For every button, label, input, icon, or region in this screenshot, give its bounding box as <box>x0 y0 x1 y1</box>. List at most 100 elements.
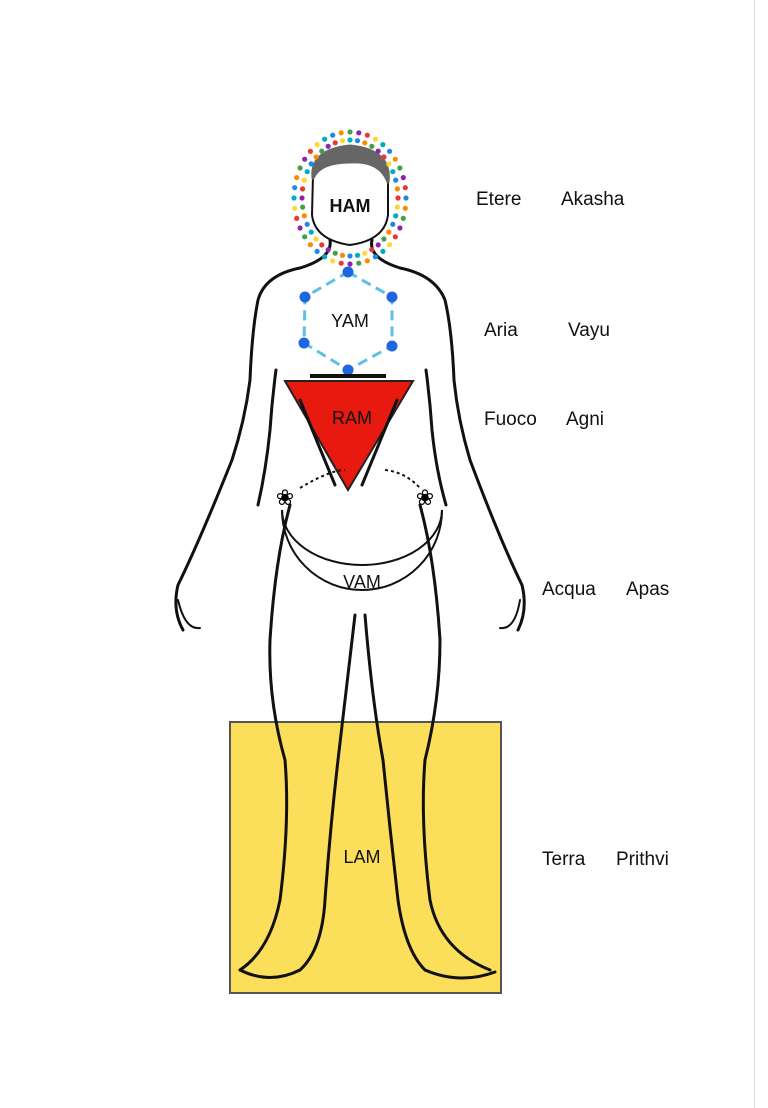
ether-dot <box>294 175 300 181</box>
ether-dot <box>392 156 398 162</box>
ether-dot <box>356 130 362 136</box>
hexagon-vertex-dot <box>298 337 310 349</box>
ether-dot <box>332 140 338 146</box>
element-it-fire: Fuoco <box>484 409 537 430</box>
ether-dot <box>364 258 370 264</box>
hexagon-vertex-dot <box>386 340 398 352</box>
ether-dot <box>372 254 378 260</box>
ether-dot <box>394 186 400 192</box>
ether-dot <box>314 142 320 148</box>
ether-dot <box>347 129 353 135</box>
ether-dot <box>300 204 306 210</box>
ether-dot <box>394 204 400 210</box>
ether-dot <box>297 165 303 171</box>
ether-dot <box>402 185 408 191</box>
ether-dot <box>375 148 381 154</box>
element-sa-ether: Akasha <box>561 189 625 210</box>
ether-dot <box>308 229 314 235</box>
ether-dot <box>347 137 353 143</box>
ether-dot <box>325 247 331 253</box>
element-it-water: Acqua <box>542 579 596 600</box>
ether-dot <box>375 242 381 248</box>
fire-bar <box>310 374 386 378</box>
ether-dot <box>308 161 314 167</box>
ether-dot <box>347 261 353 267</box>
ether-dot <box>300 186 306 192</box>
ether-dot <box>325 143 331 149</box>
ether-dot <box>307 148 313 154</box>
ether-dot <box>362 140 368 146</box>
ether-dot <box>330 258 336 264</box>
ether-dot <box>392 234 398 240</box>
ether-dots <box>291 129 409 267</box>
ether-dot <box>338 130 344 136</box>
ether-dot <box>395 195 401 201</box>
ether-dot <box>386 161 392 167</box>
ether-dot <box>387 148 393 154</box>
ether-dot <box>302 156 308 162</box>
ether-dot <box>393 177 399 183</box>
element-sa-fire: Agni <box>566 409 604 430</box>
ether-dot <box>362 250 368 256</box>
ether-dot <box>294 215 300 221</box>
ether-dot <box>314 248 320 254</box>
ether-dot <box>380 248 386 254</box>
ether-dot <box>319 242 325 248</box>
right-lotus-icon: ❀ <box>416 485 434 510</box>
water-crescent <box>281 469 443 591</box>
ether-dot <box>390 169 396 175</box>
element-it-air: Aria <box>484 320 518 341</box>
ether-dot <box>313 236 319 242</box>
element-it-ether: Etere <box>476 189 521 210</box>
ether-dot <box>302 234 308 240</box>
ether-dot <box>369 247 375 253</box>
ether-dot <box>393 213 399 219</box>
ether-dot <box>390 221 396 227</box>
ether-dot <box>339 252 346 258</box>
ether-dot <box>372 136 378 142</box>
element-it-earth: Terra <box>542 849 586 870</box>
hexagon-vertex-dot <box>386 291 398 303</box>
mantra-ham: HAM <box>330 196 371 216</box>
ether-dot <box>332 250 338 256</box>
page-edge <box>754 0 755 1108</box>
fire-edges <box>298 398 399 487</box>
ether-dot <box>338 260 344 266</box>
hexagon-vertex-dot <box>342 266 354 278</box>
element-sa-water: Apas <box>626 579 669 600</box>
ether-dot <box>319 148 325 154</box>
ether-dot <box>301 213 307 219</box>
air-hexagon <box>298 266 398 376</box>
ether-dot <box>381 236 387 242</box>
ether-dot <box>402 205 408 211</box>
ether-dot <box>354 252 361 258</box>
ether-dot <box>292 205 298 211</box>
ether-dot <box>297 225 303 231</box>
body-outline <box>174 144 526 980</box>
ether-dot <box>387 242 393 248</box>
element-sa-air: Vayu <box>568 320 610 341</box>
ether-dot <box>381 154 387 160</box>
ether-dot <box>400 175 406 181</box>
ether-dot <box>322 136 328 142</box>
ether-dot <box>386 229 392 235</box>
ether-dot <box>330 132 336 138</box>
ether-dot <box>313 154 319 160</box>
ether-dot <box>400 215 406 221</box>
ether-dot <box>304 221 310 227</box>
ether-dot <box>301 177 307 183</box>
ether-dot <box>339 138 346 144</box>
ether-dot <box>403 195 409 201</box>
ether-dot <box>291 195 297 201</box>
mantra-vam: VAM <box>343 572 381 592</box>
mantra-ram: RAM <box>332 408 372 428</box>
ether-dot <box>380 142 386 148</box>
hexagon-vertex-dot <box>299 291 311 303</box>
fire-triangle <box>283 380 415 492</box>
ether-dot <box>292 185 298 191</box>
ether-dot <box>304 169 310 175</box>
left-lotus-icon: ❀ <box>276 485 294 510</box>
ether-dot <box>322 254 328 260</box>
ether-dot <box>347 253 353 259</box>
